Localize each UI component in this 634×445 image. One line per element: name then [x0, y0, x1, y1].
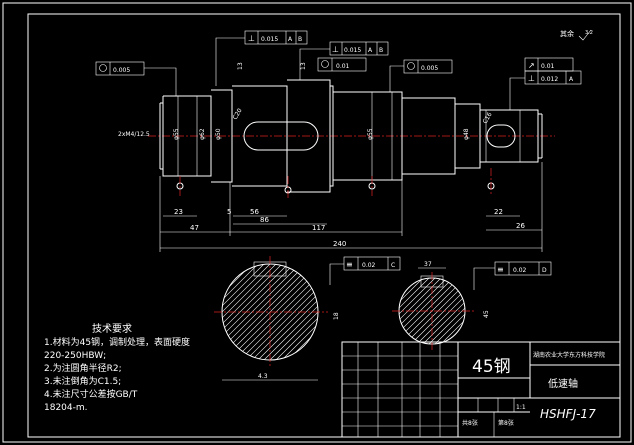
svg-text:0.02: 0.02: [362, 262, 376, 269]
dim-55a: φ55: [173, 128, 180, 140]
svg-text:B: B: [379, 47, 383, 54]
dim-86: 86: [260, 216, 269, 224]
svg-text:D: D: [542, 267, 547, 274]
notes-title: 技术要求: [92, 322, 132, 335]
svg-text:0.01: 0.01: [336, 63, 350, 70]
dim-117: 117: [312, 224, 325, 232]
svg-text:0.005: 0.005: [113, 67, 130, 74]
note-line-3: 2.为注圆角半径R2;: [44, 362, 122, 374]
thread-spec: 2xM4/12.5: [118, 131, 150, 138]
svg-text:⊥: ⊥: [248, 34, 255, 43]
svg-text:↗: ↗: [528, 61, 535, 70]
horizontal-dims: [159, 162, 543, 252]
dim-22: 22: [494, 208, 503, 216]
tol-frame-5: 0.005: [389, 59, 453, 92]
dim-55b: φ55: [367, 128, 374, 140]
keyway-right: [486, 124, 516, 148]
section-left: 4.3 18: [214, 256, 340, 381]
chamfer-c16: C16: [482, 111, 494, 125]
chamfer-c20: C20: [232, 107, 244, 121]
svg-text:0.01: 0.01: [541, 63, 555, 70]
material-label: 45钢: [472, 357, 511, 377]
roughness-label: 其余: [560, 29, 574, 38]
svg-text:18: 18: [333, 312, 340, 320]
svg-text:45: 45: [483, 310, 490, 318]
tol-frame-7: ⊥ 0.012 A: [509, 70, 582, 110]
dim-240: 240: [333, 240, 346, 248]
inner-frame: [27, 13, 621, 438]
school-label: 湖南农业大学东方科技学院: [533, 351, 605, 359]
part-name: 低速轴: [548, 377, 578, 390]
shaft-profile: [159, 79, 543, 193]
dim-56: 56: [250, 208, 259, 216]
svg-text:⊥: ⊥: [528, 74, 535, 83]
note-line-6: 18204-m.: [44, 403, 88, 413]
section-right: 37 45: [392, 261, 490, 350]
sheet-index: 第8张: [498, 419, 514, 427]
svg-text:0.02: 0.02: [513, 267, 527, 274]
svg-text:≡: ≡: [497, 265, 504, 274]
drawing-number: HSHFJ-17: [540, 407, 596, 421]
svg-text:4.3: 4.3: [258, 373, 268, 380]
dim-62: φ62: [199, 128, 206, 140]
note-line-4: 3.未注倒角为C1.5;: [44, 375, 121, 387]
note-line-1: 1.材料为45钢，调制处理，表面硬度: [44, 336, 190, 348]
tol-frame-2: ⊥ 0.015 A B: [299, 41, 389, 80]
tol-frame-8: ≡ 0.02 C: [329, 256, 401, 285]
note-line-2: 220-250HBW;: [44, 351, 106, 361]
tol-frame-3: 0.005: [95, 61, 177, 96]
dim-50: φ50: [215, 128, 222, 140]
note-line-5: 4.未注尺寸公差按GB/T: [44, 388, 138, 400]
svg-text:A: A: [368, 47, 373, 54]
svg-text:A: A: [288, 36, 293, 43]
dim-5: 5: [227, 208, 231, 216]
roughness-symbol: [578, 29, 592, 41]
tol-frame-6: ↗ 0.01: [524, 57, 574, 72]
tol-frame-4: 0.01: [317, 57, 367, 72]
dim-13b: 13: [300, 62, 307, 70]
dim-23: 23: [174, 208, 183, 216]
svg-text:A: A: [569, 76, 574, 83]
title-block: [341, 341, 621, 438]
scale-value: 1:1: [516, 404, 526, 411]
tol-frame-9: ≡ 0.02 D: [473, 261, 552, 290]
svg-text:⊥: ⊥: [332, 45, 339, 54]
dim-48: φ48: [463, 128, 470, 140]
svg-text:B: B: [298, 36, 302, 43]
sheet-total: 共8张: [462, 419, 478, 427]
svg-text:0.015: 0.015: [344, 47, 361, 54]
svg-text:≡: ≡: [346, 260, 353, 269]
svg-text:37: 37: [424, 261, 432, 268]
dim-13a: 13: [237, 62, 244, 70]
svg-text:0.015: 0.015: [261, 36, 278, 43]
center-marks: [176, 168, 495, 200]
dim-47: 47: [190, 224, 199, 232]
tol-frame-1: ⊥ 0.015 A B: [215, 30, 308, 86]
svg-text:0.005: 0.005: [421, 65, 438, 72]
svg-text:C: C: [391, 262, 395, 269]
svg-text:0.012: 0.012: [541, 76, 558, 83]
dim-26: 26: [516, 222, 525, 230]
keyway-left: [243, 121, 319, 151]
